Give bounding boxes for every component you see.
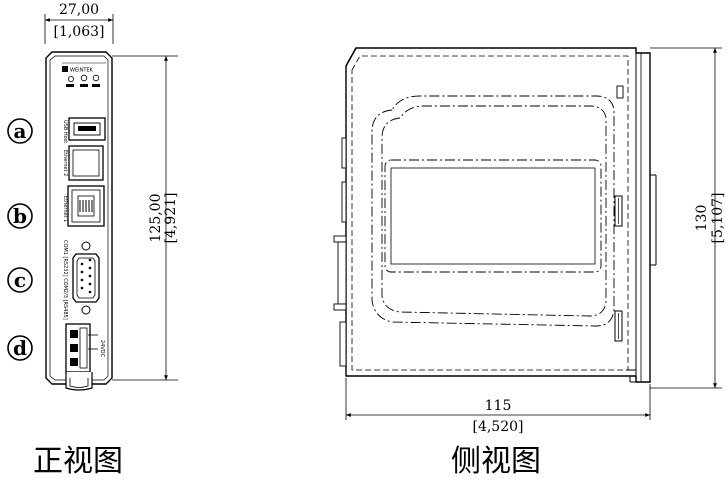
front-view: 27,00 [1,063] WEINTEK USB Host bbox=[7, 2, 179, 479]
side-view-caption: 侧视图 bbox=[451, 444, 541, 479]
side-height-inch: [5,107] bbox=[710, 192, 726, 243]
side-width-dimension: 115 [4,520] bbox=[345, 378, 651, 435]
side-width-value: 115 bbox=[485, 398, 512, 414]
callout-a: a bbox=[7, 118, 33, 144]
front-height-dimension: 125,00 [4,921] bbox=[112, 55, 179, 381]
din-clip bbox=[65, 372, 93, 391]
usb-port: USB Host bbox=[62, 117, 106, 143]
usb-label: USB Host bbox=[62, 120, 68, 143]
side-device-body bbox=[345, 47, 657, 383]
side-height-value: 130 bbox=[694, 205, 710, 232]
side-window-outline bbox=[371, 95, 615, 327]
logo-icon bbox=[62, 66, 68, 72]
power-label: 24VDC bbox=[99, 340, 105, 358]
front-width-inch: [1,063] bbox=[53, 24, 104, 40]
callout-d: d bbox=[7, 335, 33, 361]
side-view: 115 [4,520] 130 [5,107] 侧视图 bbox=[333, 47, 726, 479]
led-icon bbox=[68, 76, 75, 83]
front-height-inch: [4,921] bbox=[163, 192, 179, 243]
side-width-inch: [4,520] bbox=[472, 419, 523, 435]
svg-text:c: c bbox=[14, 268, 26, 292]
side-connectors bbox=[333, 137, 347, 367]
side-inner-profile bbox=[351, 55, 629, 371]
led-icon bbox=[92, 74, 100, 82]
svg-text:a: a bbox=[14, 119, 27, 143]
com-label: COM1 [RS232] COM2/3 [RS485] bbox=[62, 240, 68, 320]
svg-text:d: d bbox=[13, 336, 27, 360]
led-icon bbox=[80, 74, 88, 82]
com-port: COM1 [RS232] COM2/3 [RS485] bbox=[62, 240, 100, 320]
front-height-value: 125,00 bbox=[148, 194, 164, 243]
status-leds bbox=[66, 74, 100, 87]
front-logo-area: WEINTEK bbox=[62, 66, 94, 74]
ethernet1-port: Ethernet 1 bbox=[62, 185, 105, 227]
callout-c: c bbox=[7, 267, 33, 293]
front-view-caption: 正视图 bbox=[33, 444, 123, 479]
front-width-dimension: 27,00 [1,063] bbox=[44, 2, 114, 44]
ethernet2-label: Ethernet 2 bbox=[62, 150, 68, 176]
power-terminal: 24VDC bbox=[65, 323, 105, 373]
ethernet1-label: Ethernet 1 bbox=[62, 196, 68, 222]
logo-text: WEINTEK bbox=[70, 68, 94, 74]
callout-b: b bbox=[7, 203, 33, 229]
front-width-value: 27,00 bbox=[59, 2, 99, 18]
ethernet2-port: Ethernet 2 bbox=[62, 145, 104, 181]
svg-text:b: b bbox=[13, 204, 27, 228]
side-height-dimension: 130 [5,107] bbox=[650, 47, 726, 389]
side-latches bbox=[614, 85, 624, 342]
